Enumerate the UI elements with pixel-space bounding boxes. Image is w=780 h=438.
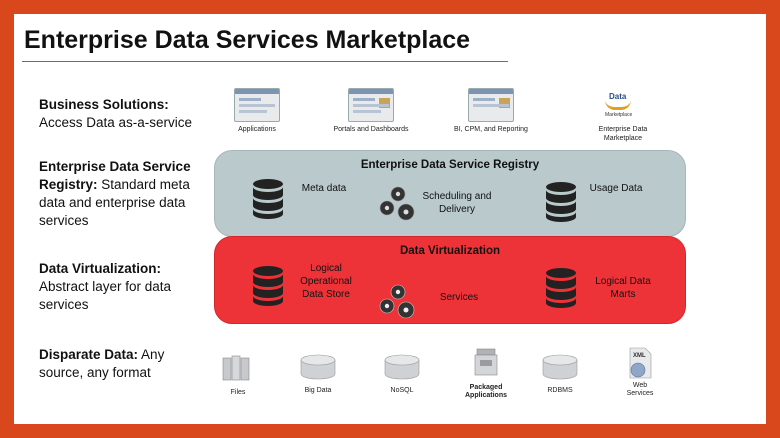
solution-applications: Applications bbox=[218, 88, 296, 134]
portals-dashboards-icon bbox=[348, 88, 394, 122]
web-services-icon: XML bbox=[624, 346, 656, 380]
title-underline bbox=[22, 61, 508, 62]
registry-title: Enterprise Data Service Registry bbox=[360, 159, 540, 171]
rdbms-icon bbox=[542, 354, 578, 380]
services-label: Services bbox=[439, 292, 479, 303]
slide-title: Enterprise Data Services Marketplace bbox=[24, 26, 471, 54]
big-data-icon bbox=[300, 354, 336, 380]
slide: Enterprise Data Services Marketplace Bus… bbox=[14, 14, 766, 424]
source-nosql: NoSQL bbox=[370, 354, 434, 395]
logical-ods-database-icon bbox=[253, 266, 283, 306]
applications-icon bbox=[234, 88, 280, 122]
solution-bi-reporting: BI, CPM, and Reporting bbox=[452, 88, 530, 134]
source-packaged-applications: Packaged Applications bbox=[454, 347, 518, 400]
registry-band: Enterprise Data Service Registry Meta da… bbox=[214, 150, 686, 237]
virtualization-band: Data Virtualization Logical Operational … bbox=[214, 236, 686, 324]
logical-data-marts-label: Logical Data Marts bbox=[595, 276, 651, 300]
label-business-solutions: Business Solutions: Access Data as-a-ser… bbox=[39, 97, 193, 130]
scheduling-delivery-label: Scheduling and Delivery bbox=[422, 191, 492, 215]
solution-portals-dashboards: Portals and Dashboards bbox=[332, 88, 410, 134]
source-web-services: XML Web Services bbox=[608, 346, 672, 398]
scheduling-gears-icon bbox=[379, 186, 415, 221]
services-gears-icon bbox=[379, 284, 415, 319]
data-marts-database-icon bbox=[546, 268, 576, 308]
meta-data-database-icon bbox=[253, 179, 283, 219]
meta-data-label: Meta data bbox=[301, 183, 347, 194]
solution-data-marketplace: Data Marketplace Enterprise Data Marketp… bbox=[584, 88, 662, 143]
packaged-applications-icon bbox=[474, 348, 498, 376]
logical-ods-label: Logical Operational Data Store bbox=[300, 263, 352, 300]
source-big-data: Big Data bbox=[286, 354, 350, 395]
xml-badge: XML bbox=[633, 353, 646, 359]
usage-data-database-icon bbox=[546, 182, 576, 222]
usage-data-label: Usage Data bbox=[589, 183, 643, 194]
data-marketplace-logo: Data Marketplace bbox=[605, 92, 633, 118]
source-rdbms: RDBMS bbox=[528, 354, 592, 395]
bi-reporting-icon bbox=[468, 88, 514, 122]
virtualization-title: Data Virtualization bbox=[399, 245, 501, 257]
files-icon bbox=[222, 355, 250, 381]
nosql-icon bbox=[384, 354, 420, 380]
label-registry: Enterprise Data Service Registry: Standa… bbox=[39, 159, 191, 228]
source-files: Files bbox=[206, 354, 270, 397]
label-disparate-data: Disparate Data: Any source, any format bbox=[39, 347, 165, 380]
label-data-virtualization: Data Virtualization: Abstract layer for … bbox=[39, 261, 172, 312]
